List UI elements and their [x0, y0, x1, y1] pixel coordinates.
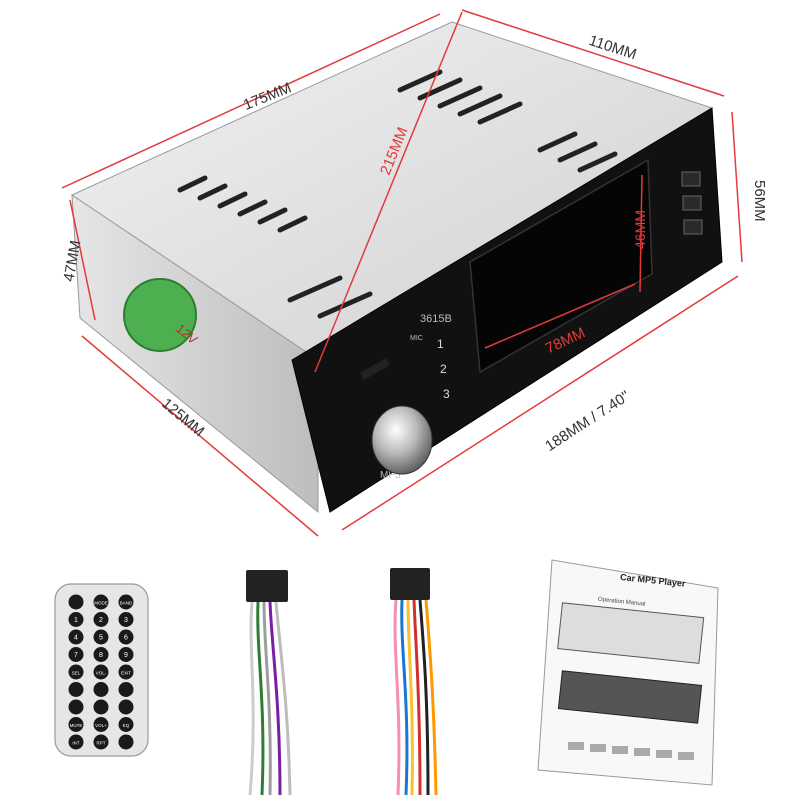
brand-label: MP5: [380, 470, 401, 481]
dim-front-width: 188MM / 7.40'': [542, 388, 633, 455]
remote-key[interactable]: [93, 594, 109, 610]
remote-key-label: RPT: [97, 741, 106, 746]
remote-key-label: INT: [72, 741, 80, 746]
vent-slots: [177, 69, 618, 319]
remote-key-label: 7: [74, 652, 78, 659]
manual-image-bottom: [557, 670, 703, 724]
right-button[interactable]: [683, 219, 703, 235]
remote-key-label: 5: [99, 635, 103, 642]
remote-key[interactable]: [68, 612, 84, 627]
remote-key[interactable]: [68, 594, 84, 610]
operation-manual: Car MP5 Player Operation Manual: [537, 559, 719, 786]
remote-key[interactable]: [118, 682, 134, 697]
right-button[interactable]: [682, 195, 702, 211]
manual-subtitle: Operation Manual: [598, 597, 646, 608]
remote-key[interactable]: [93, 629, 109, 645]
remote-key[interactable]: [118, 594, 134, 610]
remote-key-label: VOL-: [96, 671, 107, 676]
wiring-harness-1: [246, 570, 300, 796]
remote-key-label: 8: [99, 652, 103, 659]
remote-key-label: 2: [99, 617, 103, 624]
voltage-sticker: [123, 278, 197, 352]
remote-key-label: 1: [74, 617, 78, 624]
remote-key-label: EQ: [123, 723, 130, 728]
car-radio: 12V 1 2 3 3615B MIC MP5: [70, 21, 723, 514]
manual-icons: [568, 742, 694, 760]
right-button-column: [681, 171, 703, 235]
remote-key-label: VOL+: [95, 723, 107, 728]
remote-key[interactable]: [93, 717, 109, 732]
remote-key-label: 6: [124, 635, 128, 642]
remote-key-label: 4: [74, 635, 78, 642]
remote-key[interactable]: [68, 699, 84, 715]
remote-key-label: BAND: [120, 601, 133, 606]
remote-key[interactable]: [68, 717, 84, 732]
remote-key[interactable]: [118, 612, 134, 627]
radio-screen: [469, 158, 653, 374]
key-label-2[interactable]: 2: [440, 362, 447, 376]
remote-key[interactable]: [68, 682, 84, 697]
manual-image-top: [557, 602, 705, 664]
key-label-3[interactable]: 3: [443, 387, 450, 401]
usb-slot[interactable]: [360, 358, 390, 380]
model-label: 3615B: [420, 313, 452, 325]
remote-key[interactable]: [118, 734, 134, 750]
key-label-1[interactable]: 1: [437, 337, 444, 351]
mic-label: MIC: [410, 335, 423, 342]
dim-height-left: 47MM: [60, 239, 84, 283]
remote-key[interactable]: [118, 629, 134, 645]
remote-key[interactable]: [118, 647, 134, 662]
remote-key[interactable]: [93, 682, 109, 697]
remote-key-label: MODE: [94, 601, 108, 606]
remote-key[interactable]: [93, 612, 109, 627]
wiring-harness-2: [390, 568, 438, 796]
dim-height-right: 56MM: [751, 180, 768, 222]
remote-key[interactable]: [118, 664, 134, 680]
remote-key[interactable]: [93, 699, 109, 715]
remote-key-label: 3: [124, 617, 128, 624]
remote-key-label: 9: [124, 652, 128, 659]
dim-screen-height: 46MM: [632, 210, 648, 249]
remote-key[interactable]: [68, 734, 84, 750]
right-button[interactable]: [681, 171, 701, 187]
remote-key[interactable]: [93, 664, 109, 680]
remote-key[interactable]: [68, 647, 84, 662]
dimension-lines: [61, 9, 743, 537]
remote-key-label: MUTE: [70, 723, 83, 728]
remote-key[interactable]: [93, 734, 109, 750]
dim-width-top: 110MM: [587, 32, 639, 63]
remote-key[interactable]: [68, 664, 84, 680]
remote-key[interactable]: [118, 699, 134, 715]
remote-key[interactable]: [118, 717, 134, 732]
remote-key-label: SEL: [72, 671, 81, 676]
remote-key[interactable]: [93, 647, 109, 662]
volume-knob[interactable]: [371, 405, 433, 475]
harness-2-connector: [390, 568, 430, 600]
remote-key-label: EXIT: [121, 671, 131, 676]
remote-key[interactable]: [68, 629, 84, 645]
harness-1-connector: [246, 570, 288, 602]
radio-left-side: [71, 194, 319, 514]
